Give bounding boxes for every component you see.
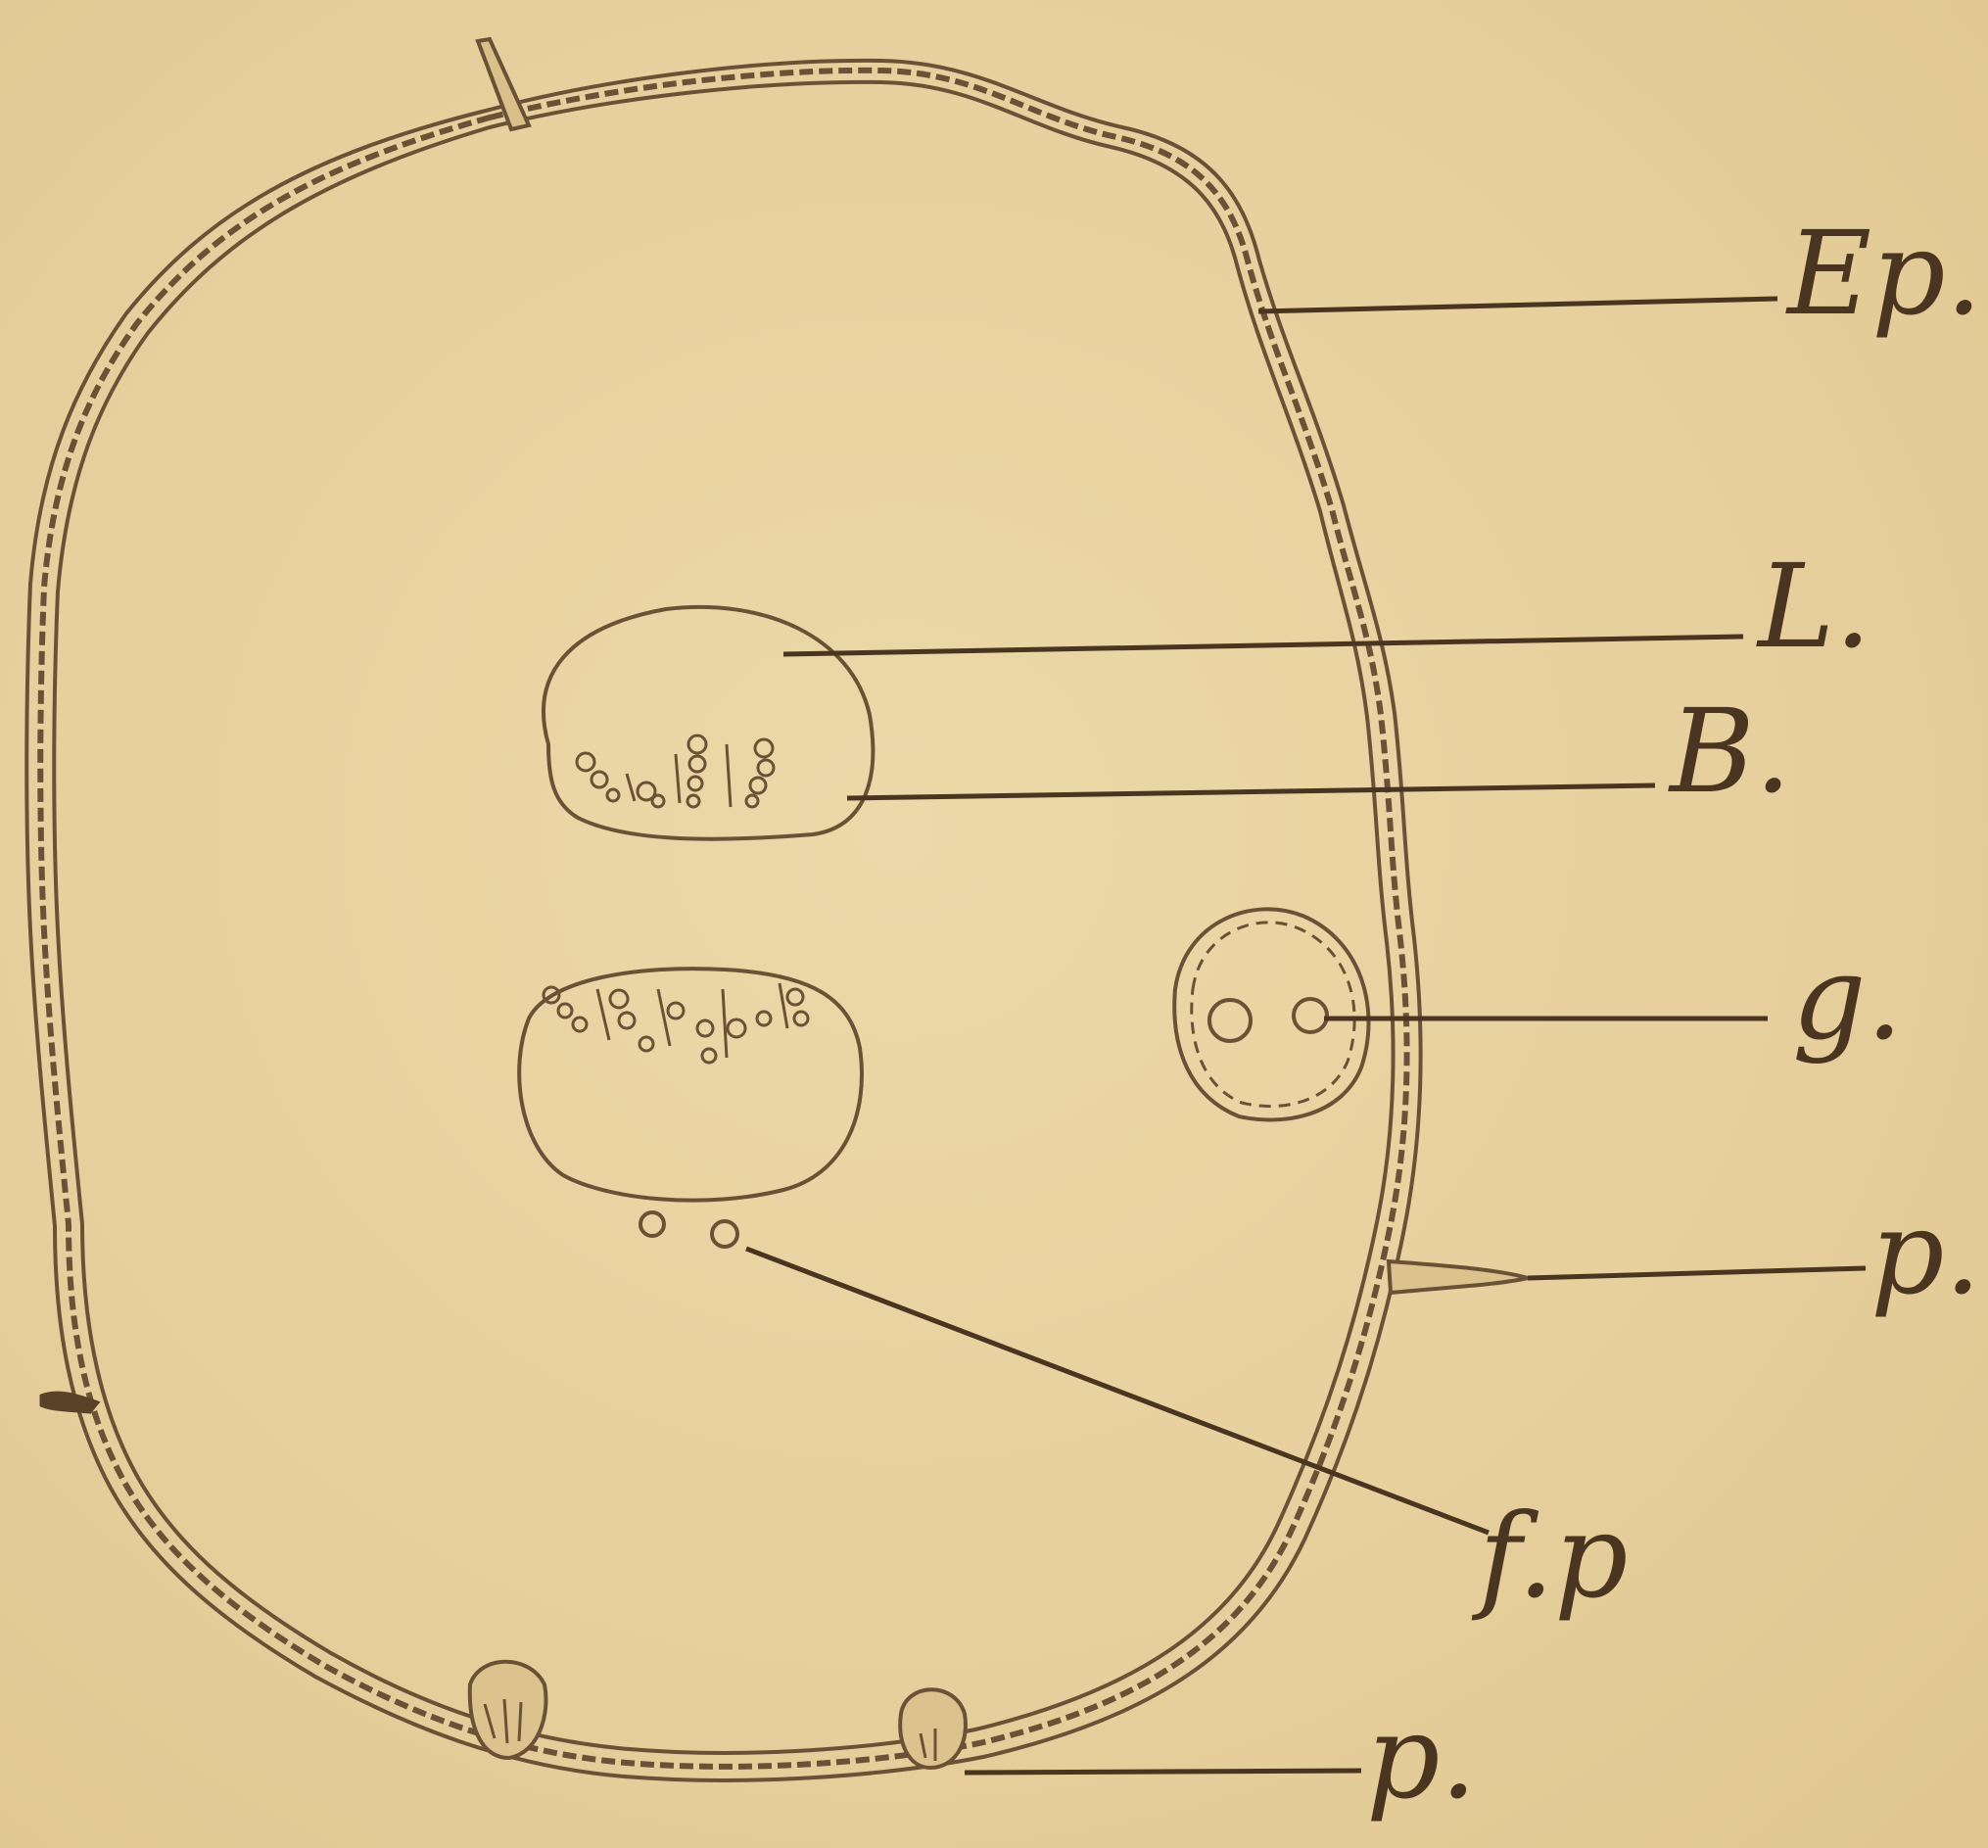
label-p-bottom: p. — [1366, 1689, 1477, 1824]
gland — [1174, 909, 1368, 1119]
epidermis-outline — [26, 61, 1420, 1780]
leader-lines — [746, 299, 1866, 1773]
papilla-right — [1389, 1261, 1528, 1293]
label-l: L. — [1756, 539, 1871, 674]
bundle-upper — [544, 607, 873, 839]
fibro-papilla-circles — [640, 1212, 737, 1247]
leader-l — [783, 637, 1743, 654]
label-p-right: p. — [1870, 1185, 1981, 1320]
label-fp: f.p — [1471, 1489, 1629, 1624]
leader-p-right — [1528, 1268, 1866, 1278]
leader-ep — [1258, 299, 1777, 311]
bundle-lower — [519, 969, 862, 1201]
label-b: B. — [1668, 684, 1791, 819]
leader-p-bottom — [965, 1771, 1361, 1773]
label-g: g. — [1792, 930, 1903, 1066]
leader-b — [847, 785, 1655, 798]
label-ep: Ep. — [1785, 206, 1982, 341]
